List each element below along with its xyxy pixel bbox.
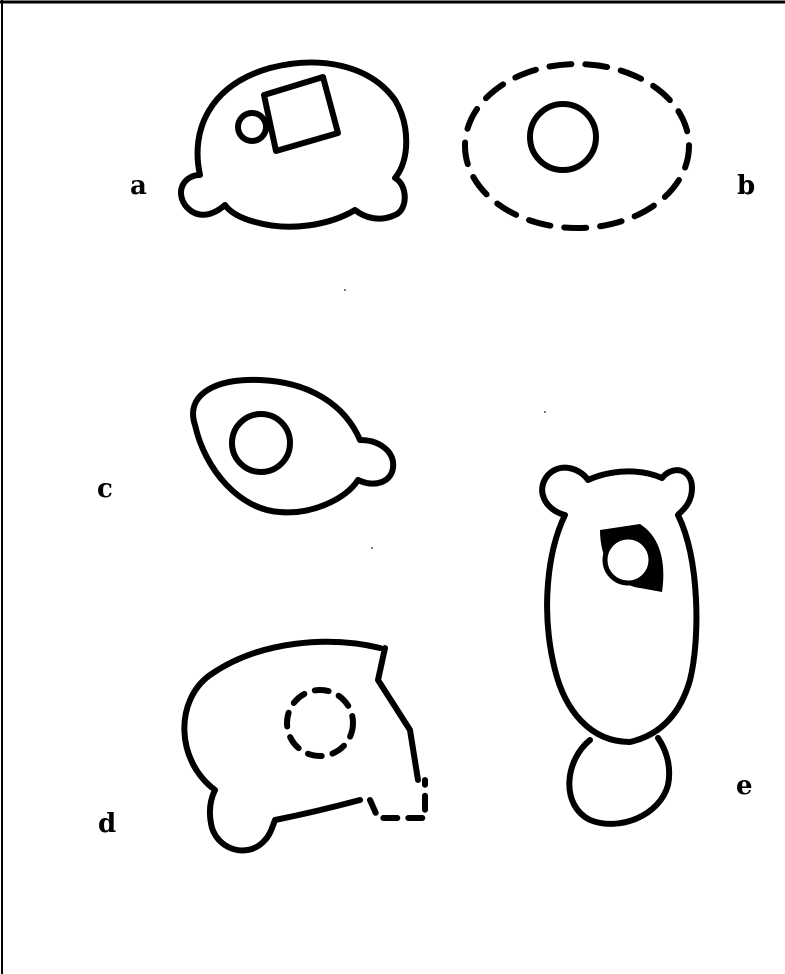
- panel-a-small-circle: [238, 113, 266, 141]
- scan-speck: [544, 411, 546, 413]
- panel-e: e: [542, 468, 752, 824]
- panel-a: a: [130, 63, 406, 227]
- panel-e-cell-outline: [542, 468, 696, 742]
- panel-c-cell-outline: [193, 380, 393, 513]
- panel-a-label: a: [130, 171, 147, 201]
- panel-b: b: [465, 64, 755, 228]
- panel-b-label: b: [737, 171, 755, 201]
- panel-c: c: [97, 380, 393, 513]
- panel-a-square: [264, 77, 338, 151]
- panel-c-label: c: [97, 474, 113, 504]
- scan-speck: [344, 289, 346, 291]
- panel-e-label: e: [736, 771, 753, 801]
- panel-d: d: [98, 642, 425, 851]
- panel-e-lower-bud: [569, 738, 669, 824]
- panel-d-dashed-nucleus: [287, 690, 353, 756]
- panel-e-nucleus: [605, 537, 651, 583]
- panel-d-cell-outline: [184, 642, 380, 851]
- panel-d-broken-edge: [378, 648, 418, 780]
- panel-c-nucleus: [232, 414, 290, 472]
- scan-speck: [371, 547, 373, 549]
- panel-b-dashed-outline: [465, 64, 689, 228]
- panel-d-dashed-bud: [370, 780, 425, 818]
- panel-d-label: d: [98, 809, 116, 839]
- panel-b-nucleus: [530, 104, 596, 170]
